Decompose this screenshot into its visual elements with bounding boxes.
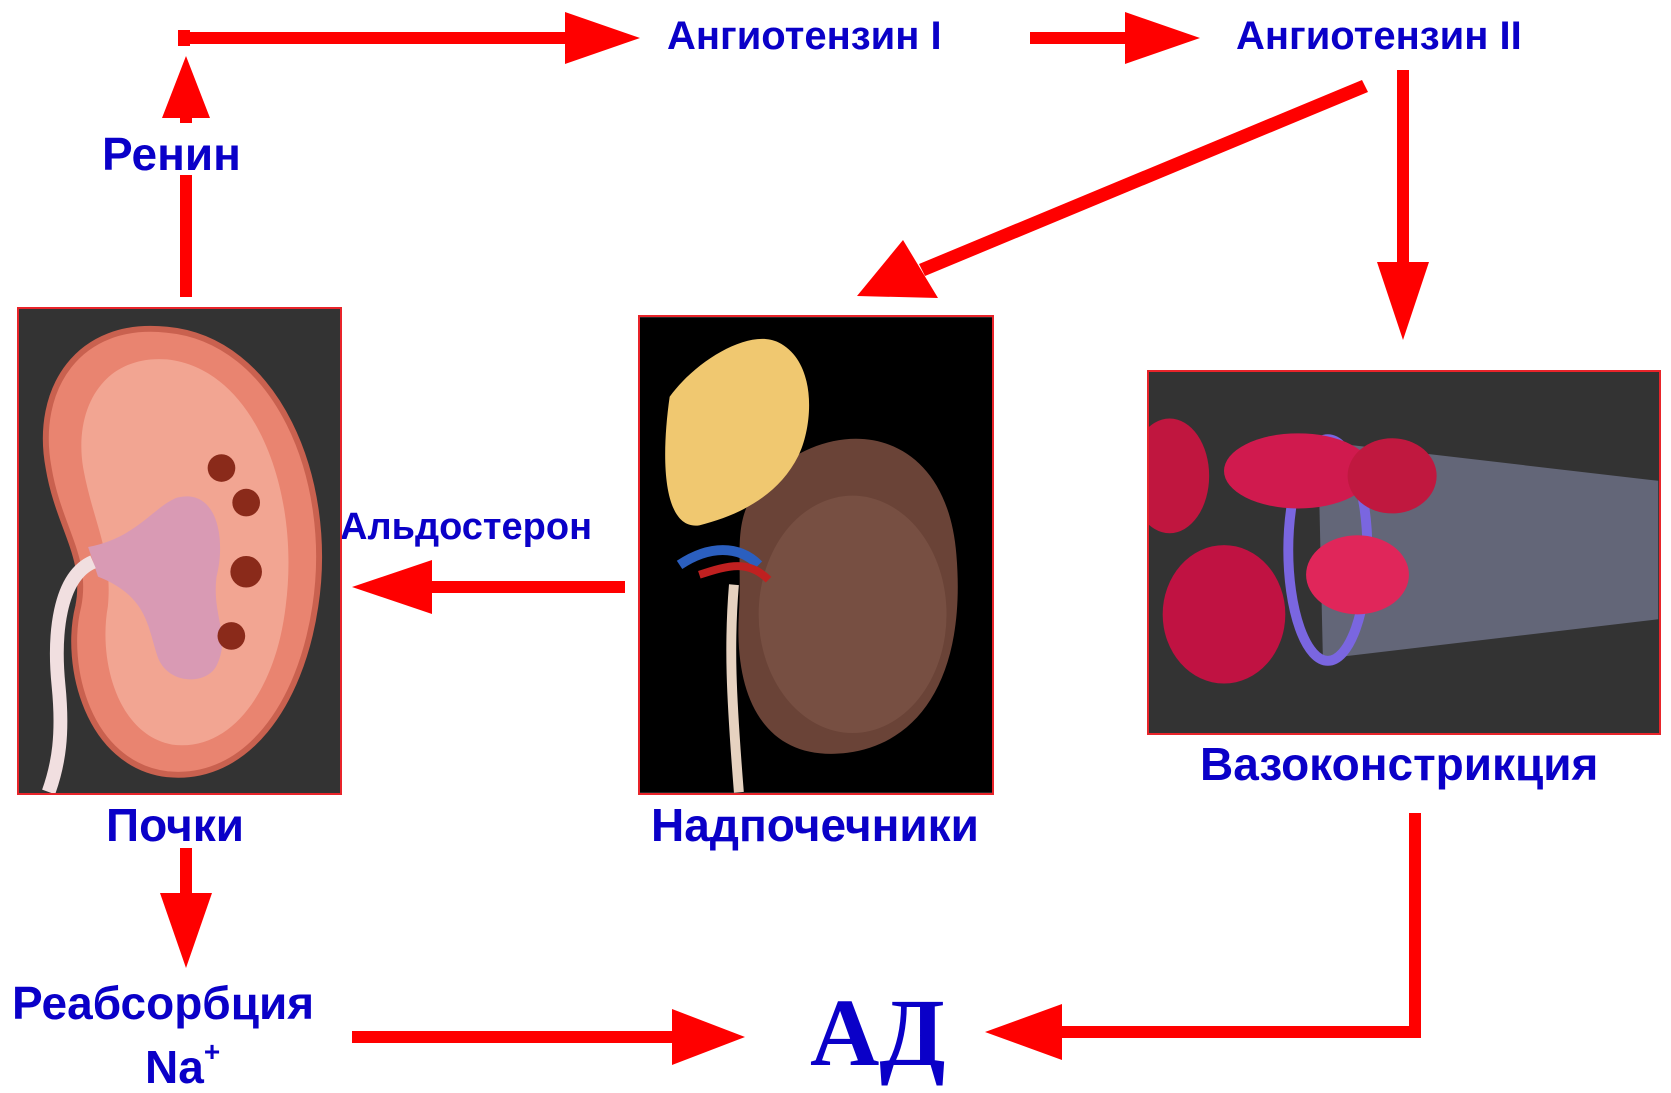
arrow-vaso-down — [1409, 813, 1421, 1038]
arrow-head-up — [162, 56, 210, 118]
aldosterone-label: Альдостерон — [340, 508, 592, 546]
kidney-image — [17, 307, 342, 795]
blood-pressure-label: АД — [810, 985, 945, 1081]
arrow-head-reabsorption — [160, 893, 212, 968]
arrow-kidney-up — [180, 175, 192, 297]
arrow-ang2-to-adrenal — [919, 80, 1368, 276]
renin-label: Ренин — [102, 131, 241, 177]
adrenals-label: Надпочечники — [651, 802, 979, 848]
arrow-kidney-down — [180, 848, 192, 898]
arrow-top-vertical — [180, 113, 192, 123]
arrow-vaso-to-ad — [1055, 1026, 1421, 1038]
kidney-illustration — [19, 309, 340, 793]
sodium-charge: + — [204, 1036, 220, 1067]
arrow-head-angiotensin1 — [565, 12, 640, 64]
angiotensin-1-label: Ангиотензин I — [667, 16, 942, 56]
sodium-symbol: Na — [145, 1041, 204, 1093]
arrow-renin-to-angiotensin1 — [178, 32, 578, 44]
arrow-head-ad-left — [672, 1009, 745, 1065]
arrow-ang2-down — [1397, 70, 1409, 270]
vessel-illustration — [1149, 372, 1659, 733]
kidneys-label: Почки — [106, 802, 244, 848]
vessel-image — [1147, 370, 1661, 735]
arrow-reabsorption-to-ad — [352, 1031, 682, 1043]
arrow-head-aldosterone — [352, 560, 432, 614]
arrow-head-ad-right — [985, 1004, 1062, 1060]
arrow-ang1-to-ang2 — [1030, 32, 1130, 44]
arrow-aldosterone — [420, 581, 625, 593]
vasoconstriction-label: Вазоконстрикция — [1200, 741, 1598, 787]
adrenal-image — [638, 315, 994, 795]
reabsorption-label: Реабсорбция — [12, 980, 314, 1026]
arrow-head-ang2 — [1125, 12, 1200, 64]
arrow-head-vaso — [1377, 262, 1429, 340]
adrenal-illustration — [640, 317, 992, 793]
angiotensin-2-label: Ангиотензин II — [1236, 16, 1522, 56]
sodium-label: Na+ — [145, 1038, 220, 1090]
